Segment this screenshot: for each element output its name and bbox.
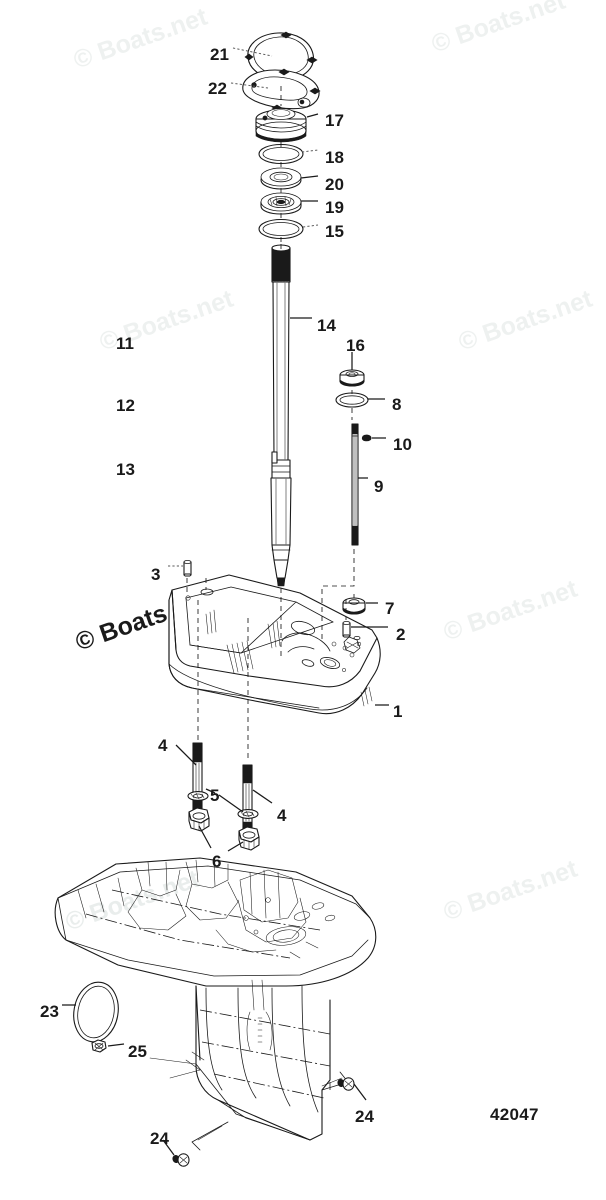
part-6-nut-rear: [238, 826, 260, 851]
callout-number-dowel-pin-front[interactable]: 3: [151, 565, 161, 584]
part-24-screw-right: [337, 1077, 355, 1091]
leader-5-rear: [218, 794, 244, 813]
leader-20: [300, 175, 319, 179]
leader-5-front: [205, 788, 216, 794]
part-5-washer-front: [187, 791, 209, 801]
leader-18: [301, 149, 319, 153]
callout-number-o-ring-gearcase[interactable]: 23: [40, 1002, 59, 1021]
callout-number-bushing-shift[interactable]: 7: [385, 599, 395, 618]
part-15-o-ring: [258, 218, 304, 240]
callout-number-drive-shaft[interactable]: 14: [317, 316, 336, 335]
callout-number-stud-rear[interactable]: 4: [277, 806, 287, 825]
callout-number-nut-small[interactable]: 25: [128, 1042, 147, 1061]
part-17-bearing-carrier: [255, 108, 307, 143]
leader-4-front: [175, 744, 197, 766]
part-6-nut-front: [188, 807, 210, 832]
leader-24-left: [162, 1139, 175, 1156]
callout-number-bushing-lower[interactable]: 13: [116, 460, 135, 479]
callout-number-pin[interactable]: 10: [393, 435, 412, 454]
leader-24-right: [353, 1083, 367, 1101]
part-25-nut: [91, 1039, 107, 1053]
part-3-dowel-pin: [183, 560, 192, 577]
callout-number-o-ring-shift-shaft[interactable]: 8: [392, 395, 402, 414]
callout-number-gasket-lower[interactable]: 22: [208, 79, 227, 98]
callout-number-grommet[interactable]: 16: [346, 336, 365, 355]
callout-number-shift-shaft[interactable]: 9: [374, 477, 384, 496]
part-1-drive-shaft-housing: [168, 574, 381, 715]
callout-number-washer-thrust[interactable]: 20: [325, 175, 344, 194]
callout-number-sleeve[interactable]: 12: [116, 396, 135, 415]
leader-6-rear: [227, 841, 244, 852]
assembly-centerlines: [186, 86, 355, 762]
part-7-shift-bushing: [342, 597, 366, 615]
callout-number-o-ring[interactable]: 15: [325, 222, 344, 241]
part-18-o-ring: [258, 143, 304, 165]
leader-6-front: [198, 825, 212, 849]
callout-number-gasket-upper[interactable]: 21: [210, 45, 229, 64]
leader-17: [306, 113, 319, 118]
part-9-shift-shaft: [351, 423, 359, 546]
callout-number-o-ring-seal[interactable]: 18: [325, 148, 344, 167]
part-24-screw-left: [172, 1153, 190, 1167]
callout-number-nut[interactable]: 6: [212, 852, 222, 871]
callout-number-bearing[interactable]: 19: [325, 198, 344, 217]
part-16-grommet: [339, 369, 365, 387]
part-gearcase-assembly: [54, 857, 377, 1151]
part-8-o-ring: [335, 392, 369, 408]
leader-15: [302, 224, 319, 228]
diagram-id-number: 42047: [490, 1105, 539, 1124]
part-10-pin: [361, 434, 372, 442]
leader-4-rear: [252, 789, 273, 804]
callout-number-dowel-pin-rear[interactable]: 2: [396, 625, 406, 644]
part-2-dowel-pin: [342, 621, 351, 638]
callout-number-stud-front[interactable]: 4: [158, 736, 168, 755]
callout-number-washer[interactable]: 5: [210, 786, 220, 805]
part-23-o-ring: [73, 981, 119, 1043]
leader-25: [107, 1043, 125, 1047]
callout-number-screw-left[interactable]: 24: [150, 1129, 169, 1148]
part-14-drive-shaft: [270, 244, 292, 587]
leader-22: [230, 82, 269, 89]
callout-number-bushing-upper[interactable]: 11: [116, 334, 134, 353]
callout-number-drive-shaft-housing[interactable]: 1: [393, 702, 403, 721]
part-20-thrust-washer: [260, 167, 302, 190]
callout-number-bearing-carrier-cap[interactable]: 17: [325, 111, 344, 130]
callout-number-screw-right[interactable]: 24: [355, 1107, 374, 1126]
part-19-bearing: [260, 192, 302, 215]
